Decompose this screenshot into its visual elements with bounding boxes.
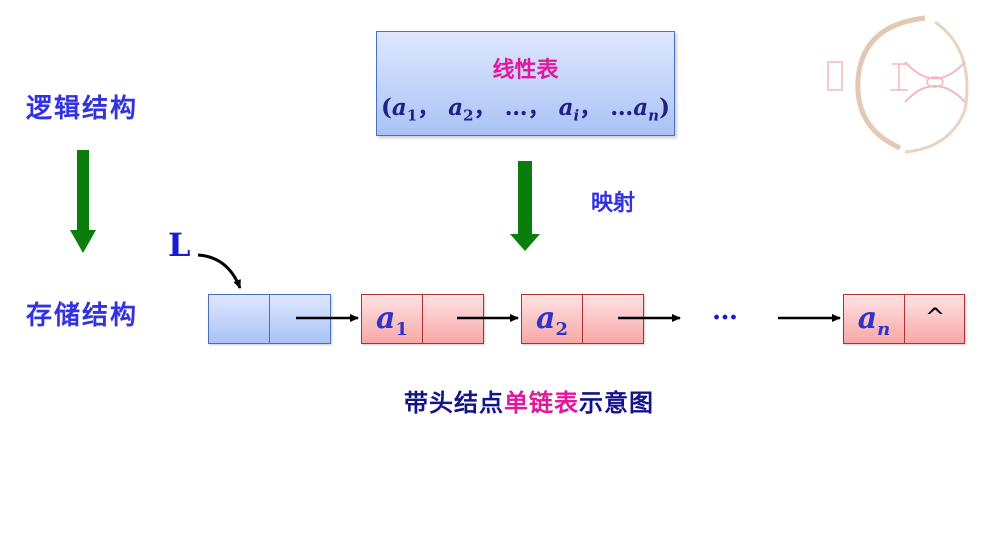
mapping-arrow (510, 161, 540, 251)
node-divider (582, 295, 583, 343)
node-value: a1 (376, 301, 408, 340)
ellipsis: … (712, 296, 738, 326)
diagram-caption: 带头结点单链表示意图 (404, 389, 654, 417)
node-an: an ^ (843, 294, 965, 344)
head-pointer-arrow (197, 253, 242, 289)
linear-list-sequence: (a1， a2， …， ai， …an) (381, 94, 670, 125)
logical-to-storage-arrow (70, 150, 96, 253)
logical-structure-label: 逻辑结构 (26, 94, 139, 124)
storage-structure-label: 存储结构 (26, 301, 139, 331)
node-value: a2 (536, 301, 568, 340)
head-pointer-label: L (168, 226, 191, 264)
node-divider (422, 295, 423, 343)
node-divider (904, 295, 905, 343)
mapping-label: 映射 (591, 191, 636, 216)
node-value: an (857, 301, 891, 340)
linear-list-box: 线性表 (a1， a2， …， ai， …an) (376, 31, 675, 136)
watermark-logo (827, 15, 969, 154)
linear-list-title: 线性表 (492, 58, 559, 83)
null-pointer-symbol: ^ (924, 303, 946, 331)
node-divider (269, 295, 270, 343)
